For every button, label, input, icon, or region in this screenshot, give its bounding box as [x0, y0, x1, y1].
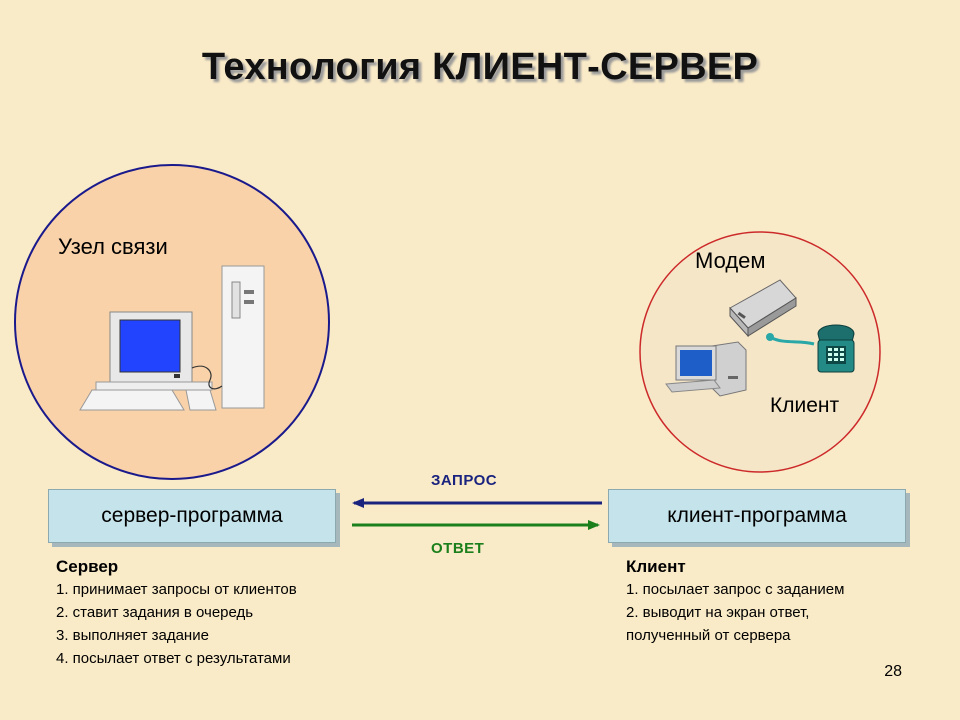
- server-item: 3. выполняет задание: [56, 627, 209, 644]
- server-item: 1. принимает запросы от клиентов: [56, 581, 297, 598]
- response-label: ОТВЕТ: [431, 540, 485, 557]
- slide-title: Технология КЛИЕНТ-СЕРВЕР: [201, 46, 759, 88]
- client-label: Клиент: [770, 394, 840, 417]
- client-item: 2. выводит на экран ответ,: [626, 604, 810, 621]
- modem-cable-icon: [771, 336, 815, 346]
- request-label: ЗАПРОС: [431, 472, 498, 489]
- client-description: Клиент 1. посылает запрос с заданием 2. …: [626, 555, 844, 647]
- server-tower-icon: [221, 265, 265, 409]
- server-item: 4. посылает ответ с результатами: [56, 650, 291, 667]
- client-circle: [639, 231, 881, 473]
- node-label: Узел связи: [58, 234, 168, 259]
- client-program-box: клиент-программа: [608, 489, 906, 543]
- server-description: Сервер 1. принимает запросы от клиентов …: [56, 555, 297, 670]
- client-item: полученный от сервера: [626, 627, 791, 644]
- desktop-computer-icon: [79, 311, 223, 411]
- modem-icon: [729, 279, 797, 338]
- client-heading: Клиент: [626, 557, 686, 576]
- server-item: 2. ставит задания в очередь: [56, 604, 254, 621]
- client-item: 1. посылает запрос с заданием: [626, 581, 845, 598]
- modem-label: Модем: [695, 248, 766, 273]
- telephone-icon: [817, 324, 855, 373]
- server-heading: Сервер: [56, 557, 119, 576]
- client-computer-icon: [665, 341, 747, 397]
- page-number: 28: [884, 663, 902, 680]
- server-program-box: сервер-программа: [48, 489, 336, 543]
